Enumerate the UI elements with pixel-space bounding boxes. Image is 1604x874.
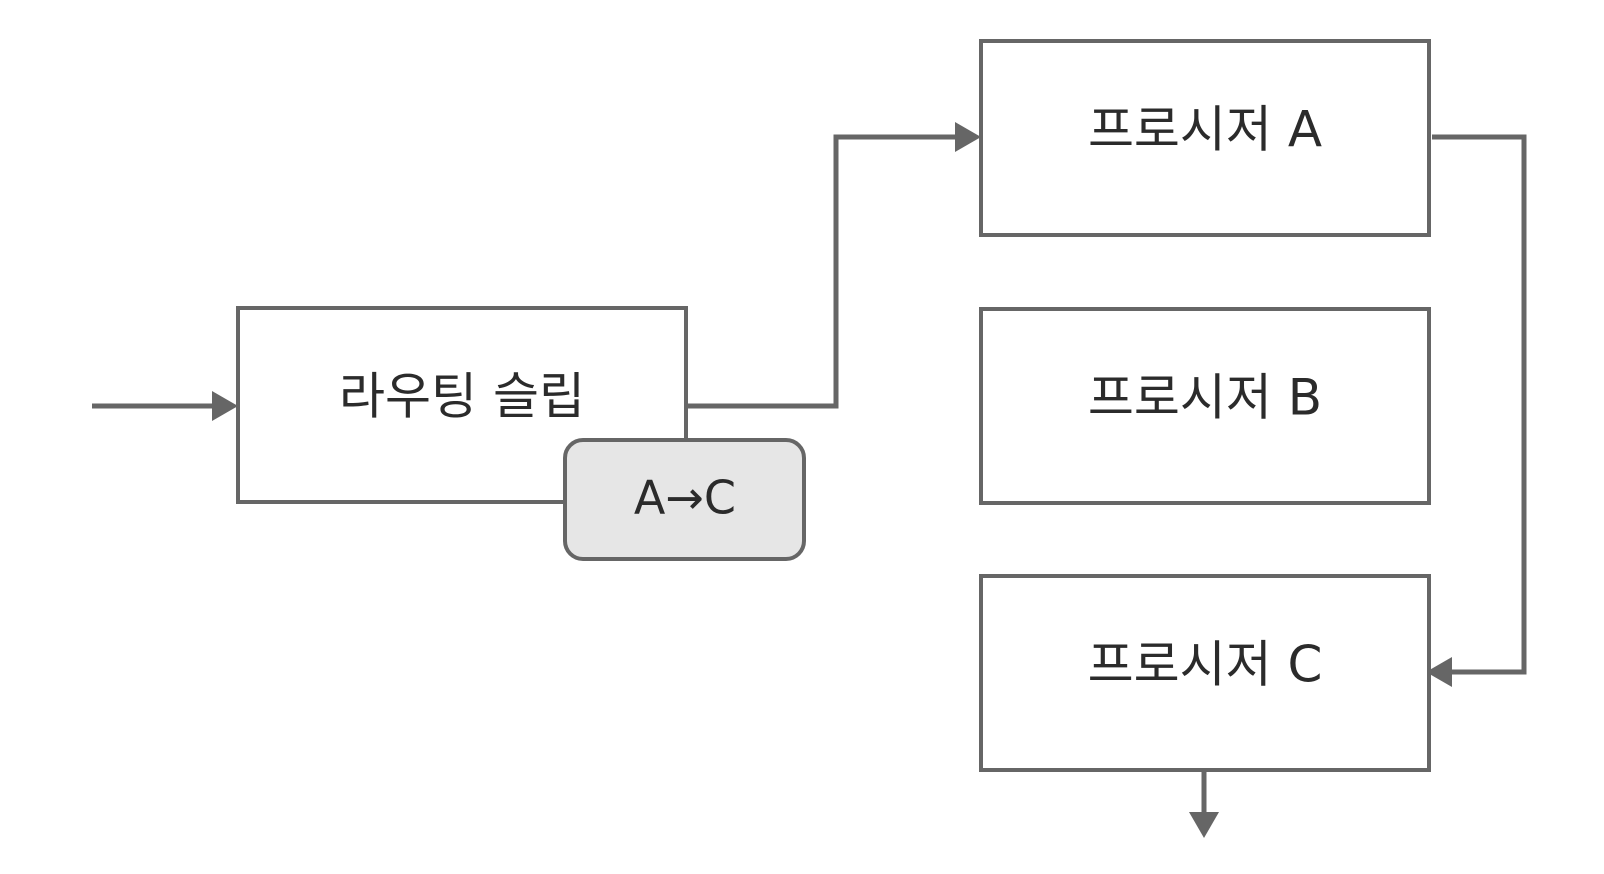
- procedure-a-box: [979, 39, 1431, 237]
- procedure-b-label: 프로시저 B: [1088, 369, 1322, 427]
- connectors: [92, 134, 1527, 814]
- procedure-b-box: [979, 307, 1431, 505]
- output-arrowhead: [1189, 812, 1219, 838]
- slip-to-a-line: [686, 134, 955, 409]
- procedure-c-node: 프로시저 C: [979, 574, 1431, 772]
- routing-slip-label: 라우팅 슬립: [339, 368, 585, 426]
- a-to-c-arrowhead: [1426, 657, 1452, 687]
- arrowheads: [212, 122, 1452, 838]
- routing-slip-node: 라우팅 슬립: [236, 306, 688, 504]
- procedure-a-node: 프로시저 A: [979, 39, 1431, 237]
- slip-tag-box: [563, 438, 806, 561]
- procedure-b-node: 프로시저 B: [979, 307, 1431, 505]
- procedure-c-box: [979, 574, 1431, 772]
- slip-tag-node: A→C: [563, 438, 806, 561]
- procedure-a-label: 프로시저 A: [1088, 101, 1322, 159]
- slip-tag-label: A→C: [634, 471, 736, 525]
- input-arrowhead: [212, 391, 238, 421]
- procedure-c-label: 프로시저 C: [1088, 636, 1323, 694]
- a-to-c-line: [1432, 134, 1527, 675]
- slip-to-a-arrowhead: [955, 122, 981, 152]
